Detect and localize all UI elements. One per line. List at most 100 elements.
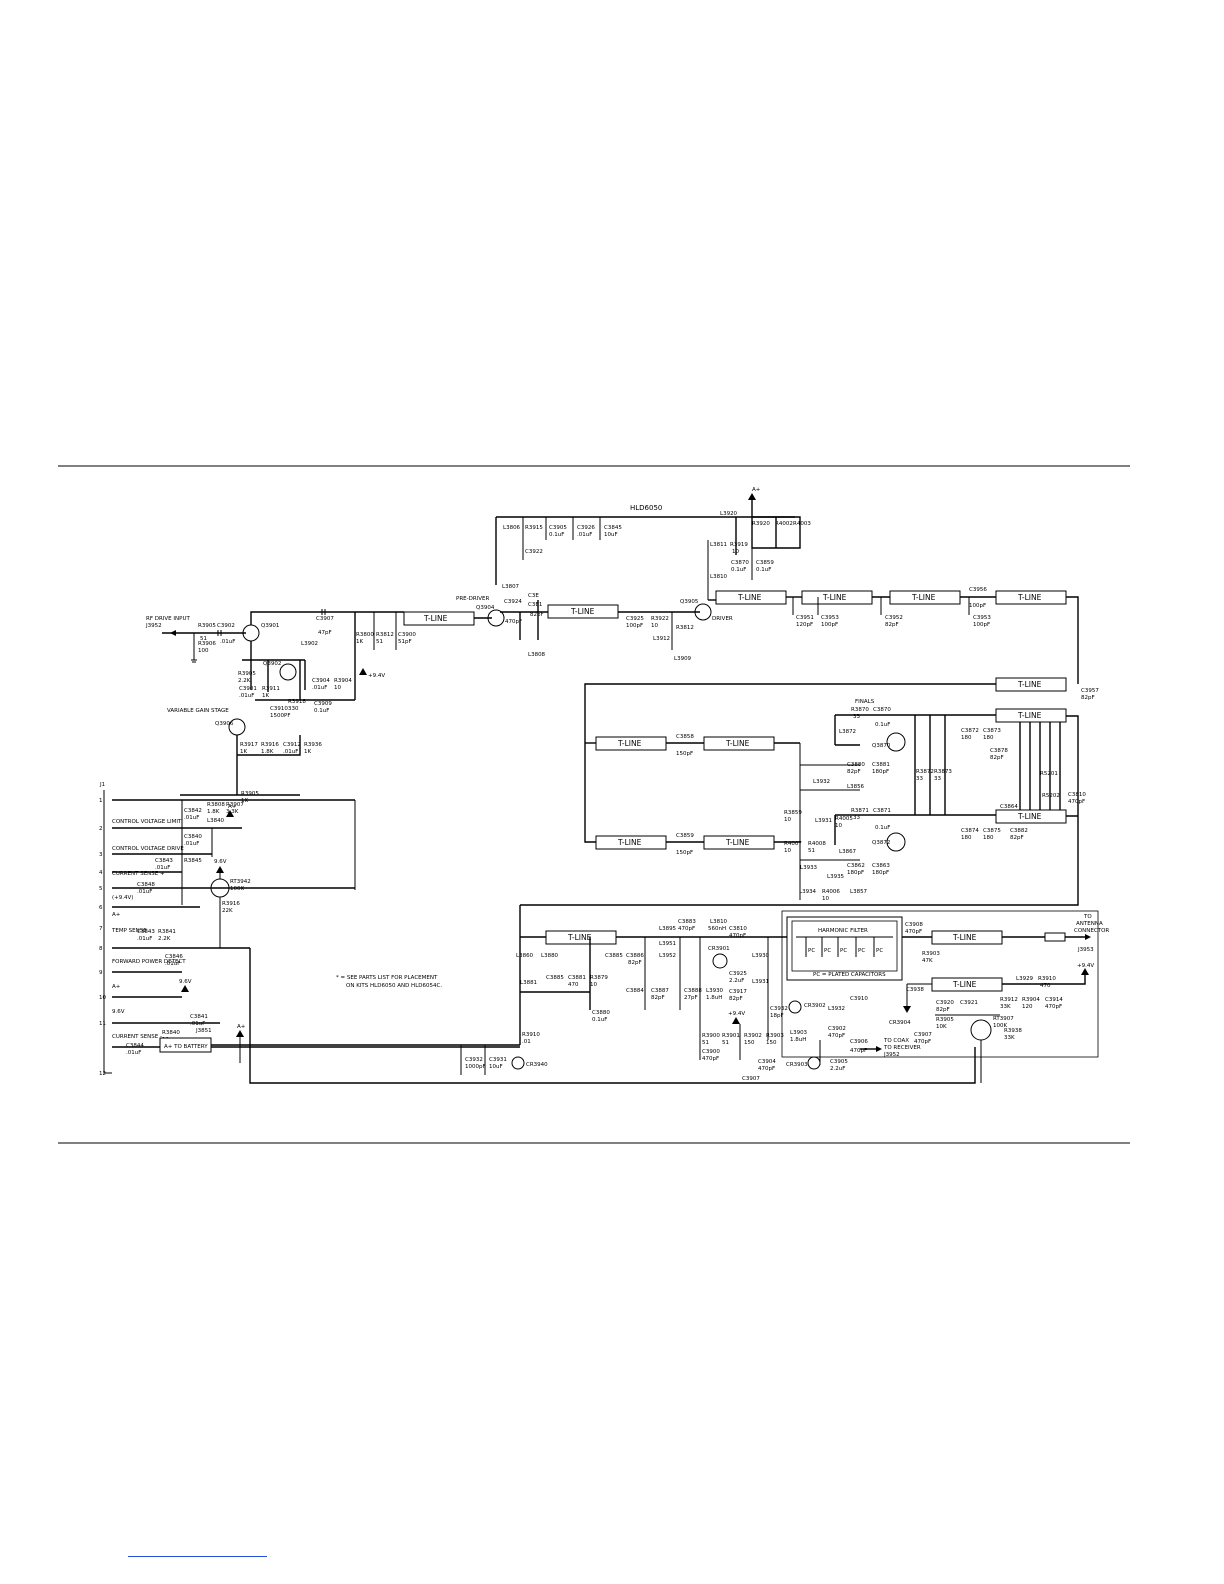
aplus-3: A+ (752, 487, 761, 493)
harmonic-filter-label: HARMONIC FILTER (818, 928, 868, 934)
j1-pin-6: 6 (99, 905, 103, 911)
j1-label-5: TEMP SENSE (111, 928, 147, 934)
tline-12-label: T-LINE (1017, 711, 1042, 720)
svg-text:0.1uF: 0.1uF (875, 825, 890, 831)
svg-text:C3872: C3872 (961, 728, 979, 734)
svg-text:.01uF: .01uF (137, 889, 152, 895)
svg-text:C3909: C3909 (314, 701, 332, 707)
svg-text:C3926: C3926 (577, 525, 595, 531)
diagram-title: HLD6050 (630, 504, 662, 512)
tline-8-label: T-LINE (617, 739, 642, 748)
svg-text:R3916: R3916 (261, 742, 279, 748)
svg-text:C3904: C3904 (758, 1059, 776, 1065)
svg-text:33K: 33K (1004, 1035, 1015, 1041)
svg-text:180: 180 (961, 835, 972, 841)
svg-text:51: 51 (722, 1040, 729, 1046)
svg-text:.01uF: .01uF (190, 1021, 205, 1027)
svg-text:1500PF: 1500PF (270, 713, 290, 719)
svg-text:100K: 100K (993, 1023, 1007, 1029)
svg-text:.01uF: .01uF (283, 749, 298, 755)
svg-text:2.2uF: 2.2uF (729, 978, 744, 984)
svg-text:PC: PC (858, 948, 865, 954)
svg-text:C3843: C3843 (155, 858, 173, 864)
footer-link-underline[interactable] (128, 1556, 267, 1557)
svg-text:R3905: R3905 (238, 671, 256, 677)
svg-text:L3912: L3912 (653, 636, 670, 642)
svg-text:C3875: C3875 (983, 828, 1001, 834)
svg-text:L3811: L3811 (710, 542, 727, 548)
svg-text:C3906: C3906 (850, 1039, 868, 1045)
svg-text:C3863: C3863 (872, 863, 890, 869)
svg-text:L3930: L3930 (752, 953, 770, 959)
svg-text:51: 51 (376, 639, 383, 645)
tline-11-label: T-LINE (725, 838, 750, 847)
svg-text:C3908: C3908 (905, 922, 923, 928)
svg-text:R3879: R3879 (590, 975, 608, 981)
svg-text:L3930: L3930 (706, 988, 724, 994)
svg-text:R3905: R3905 (936, 1017, 954, 1023)
svg-text:L3902: L3902 (301, 641, 318, 647)
svg-text:51: 51 (808, 848, 815, 854)
j1-pin-4: 4 (99, 870, 103, 876)
svg-text:R3906: R3906 (198, 641, 216, 647)
svg-text:L3867: L3867 (839, 849, 857, 855)
svg-text:C3922: C3922 (525, 549, 543, 555)
j1-label-4: A+ (112, 912, 121, 918)
svg-text:C3910: C3910 (270, 706, 288, 712)
j1-label-6: FORWARD POWER DETECT (112, 959, 186, 965)
tline-5-label: T-LINE (911, 593, 936, 602)
svg-text:R3922: R3922 (651, 616, 669, 622)
svg-text:1.8K: 1.8K (207, 809, 220, 815)
svg-text:CR3940: CR3940 (526, 1062, 548, 1068)
svg-text:2.2K: 2.2K (158, 936, 171, 942)
j1-pin-2: 2 (99, 826, 103, 832)
svg-text:33: 33 (916, 776, 923, 782)
j1-pin-8: 8 (99, 946, 103, 952)
antenna-connector: J3953 (1077, 947, 1094, 953)
svg-text:C3885: C3885 (605, 953, 623, 959)
svg-text:560nH: 560nH (708, 926, 726, 932)
svg-text:10: 10 (784, 817, 791, 823)
bottom-chain: T-LINE L3860 L3880 L3881 C3885 C3881 470… (336, 905, 1109, 1083)
svg-text:C3907: C3907 (914, 1032, 932, 1038)
svg-text:R3916: R3916 (222, 901, 240, 907)
svg-text:.01: .01 (522, 1039, 531, 1045)
svg-text:CR3903: CR3903 (786, 1062, 808, 1068)
svg-text:C3905: C3905 (830, 1059, 848, 1065)
tline-10-label: T-LINE (617, 838, 642, 847)
svg-text:C3917: C3917 (729, 989, 747, 995)
svg-text:C3862: C3862 (847, 863, 865, 869)
svg-text:C3900: C3900 (702, 1049, 720, 1055)
svg-text:10: 10 (334, 685, 341, 691)
svg-text:R3841: R3841 (158, 929, 176, 935)
svg-text:22K: 22K (222, 908, 233, 914)
v96-1: 9.6V (214, 859, 227, 865)
svg-text:C3951: C3951 (796, 615, 814, 621)
svg-text:L3909: L3909 (674, 656, 692, 662)
svg-text:C3841: C3841 (190, 1014, 208, 1020)
svg-text:100pF: 100pF (626, 623, 643, 629)
svg-text:10: 10 (835, 823, 842, 829)
svg-text:R3912: R3912 (1000, 997, 1018, 1003)
svg-text:470pF: 470pF (828, 1033, 845, 1039)
svg-text:C3873: C3873 (983, 728, 1001, 734)
tline-6-label: T-LINE (1017, 593, 1042, 602)
svg-text:27pF: 27pF (684, 995, 698, 1001)
svg-text:3.3K: 3.3K (226, 809, 239, 815)
tline-3-label: T-LINE (737, 593, 762, 602)
svg-text:1000pF: 1000pF (465, 1064, 486, 1070)
aplus-1: A+ (228, 804, 237, 810)
j1-label-1: CONTROL VOLTAGE DRIVE (112, 846, 184, 852)
svg-text:R3903: R3903 (766, 1033, 784, 1039)
j1-pin-10: 10 (99, 995, 106, 1001)
svg-text:R3840: R3840 (162, 1030, 180, 1036)
svg-text:0.1uF: 0.1uF (756, 567, 771, 573)
svg-text:L3931: L3931 (815, 818, 832, 824)
svg-text:R3812: R3812 (676, 625, 694, 631)
svg-text:470pF: 470pF (702, 1056, 719, 1062)
rf-input-label: RF DRIVE INPUT (146, 616, 190, 622)
svg-text:PC: PC (824, 948, 831, 954)
svg-text:10: 10 (822, 896, 829, 902)
svg-text:10uF: 10uF (604, 532, 618, 538)
